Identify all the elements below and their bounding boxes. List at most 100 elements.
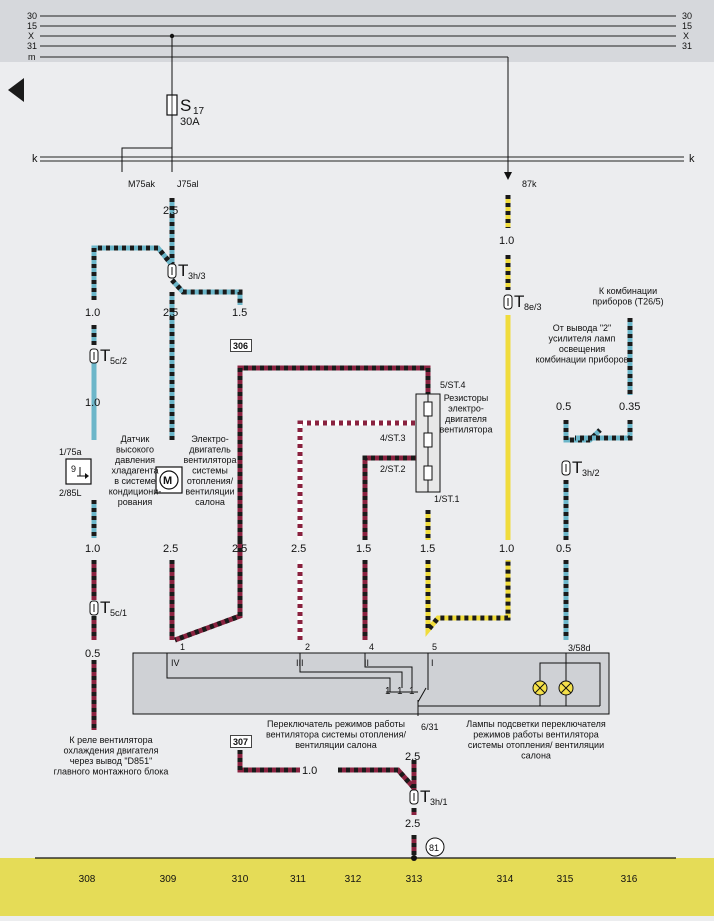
wire-size: 2.5 <box>291 543 306 555</box>
ref-306: 306 <box>230 339 252 352</box>
svg-text:3h/3: 3h/3 <box>188 271 206 281</box>
bus-label: k <box>32 153 38 165</box>
resistor-pin-labels: 5/ST.4 4/ST.3 2/ST.2 1/ST.1 <box>380 380 466 504</box>
wire-size: 1.0 <box>499 543 514 555</box>
ref-307: 307 <box>230 735 252 748</box>
pressure-sensor: 9 <box>65 458 92 485</box>
svg-text:главного монтажного блока: главного монтажного блока <box>54 767 169 777</box>
wire-size: 0.5 <box>85 648 100 660</box>
bus-band <box>0 0 714 62</box>
svg-text:8e/3: 8e/3 <box>524 302 542 312</box>
footer-col-label: 308 <box>79 874 96 885</box>
footer-col-label: 312 <box>345 874 362 885</box>
footer-band <box>0 858 714 916</box>
footer-col-label: 314 <box>497 874 514 885</box>
switch-label: Переключатель режимов работывентилятора … <box>266 719 407 750</box>
svg-text:T: T <box>420 787 430 806</box>
pin-label: 2/85L <box>59 488 82 498</box>
bus-label: 15 <box>682 21 692 31</box>
resistor-block <box>415 393 441 493</box>
wire-size: 1.0 <box>85 307 100 319</box>
svg-text:вентиляции салона: вентиляции салона <box>295 740 376 750</box>
svg-text:I: I <box>431 658 434 668</box>
wire-size: 1.0 <box>499 235 514 247</box>
svg-text:системы отопления/ вентиляции: системы отопления/ вентиляции <box>468 740 604 750</box>
motor-label: Электро-двигательвентиляторасистемыотопл… <box>184 434 237 507</box>
svg-text:К реле вентилятора: К реле вентилятора <box>69 735 152 745</box>
wire-312 <box>362 455 416 540</box>
footer-col-label: 309 <box>160 874 177 885</box>
motor-icon: M <box>155 466 183 494</box>
svg-text:5/ST.4: 5/ST.4 <box>440 380 466 390</box>
wire-size: 2.5 <box>163 307 178 319</box>
m75ak-branch <box>121 147 172 172</box>
svg-text:1: 1 <box>409 686 415 697</box>
fuse-label: S <box>180 96 191 115</box>
svg-text:Датчик: Датчик <box>121 434 150 444</box>
wire-size: 2.5 <box>232 543 247 555</box>
svg-text:охлаждения двигателя: охлаждения двигателя <box>63 746 158 756</box>
wire-size: 1.0 <box>85 397 100 409</box>
lamp-icon <box>558 680 574 696</box>
wire-size: 0.5 <box>556 401 571 413</box>
wire-310-loop <box>237 365 431 540</box>
svg-text:вентиляции: вентиляции <box>185 487 234 497</box>
bus-label: X <box>683 31 689 41</box>
pin-label: 87k <box>522 179 537 189</box>
fuse-rating: 30A <box>180 116 200 128</box>
wire-312-low <box>237 750 300 773</box>
bus-label: m <box>28 52 36 62</box>
svg-text:салона: салона <box>521 751 551 761</box>
svg-text:режимов работы вентилятора: режимов работы вентилятора <box>473 730 598 740</box>
svg-text:1: 1 <box>385 686 391 697</box>
wire-310-bot <box>174 540 243 643</box>
arrow-icon <box>504 172 512 180</box>
svg-text:усилителя ламп: усилителя ламп <box>549 334 616 344</box>
svg-text:отопления/: отопления/ <box>187 476 234 486</box>
wire-311 <box>297 420 416 540</box>
bus-labels-left: 30 15 X 31 m k <box>27 11 38 165</box>
pin-label: 1/75a <box>59 447 82 457</box>
svg-text:От вывода "2": От вывода "2" <box>553 323 612 333</box>
bus-labels-right: 30 15 X 31 k <box>682 11 695 165</box>
svg-text:5c/1: 5c/1 <box>110 608 127 618</box>
svg-text:T: T <box>572 458 582 477</box>
svg-text:2: 2 <box>305 642 310 652</box>
wire-316-bot <box>575 420 633 441</box>
svg-text:через вывод "D851": через вывод "D851" <box>70 756 153 766</box>
bus-label: 30 <box>27 11 37 21</box>
svg-text:двигатель: двигатель <box>189 445 231 455</box>
svg-text:81: 81 <box>429 843 439 853</box>
svg-text:307: 307 <box>233 737 248 747</box>
bus-label: 15 <box>27 21 37 31</box>
bus-label: X <box>28 31 34 41</box>
svg-text:M: M <box>163 475 172 487</box>
svg-text:салона: салона <box>195 497 225 507</box>
wire-313-bot <box>425 560 511 637</box>
footer-col-label: 311 <box>290 874 306 885</box>
svg-text:2/ST.2: 2/ST.2 <box>380 464 406 474</box>
svg-text:3/58d: 3/58d <box>568 643 591 653</box>
svg-text:6/31: 6/31 <box>421 722 439 732</box>
svg-text:Электро-: Электро- <box>191 434 229 444</box>
wire-size: 1.5 <box>420 543 435 555</box>
footer-col-label: 316 <box>621 874 638 885</box>
wire-size: 2.5 <box>163 205 178 217</box>
svg-text:T: T <box>514 292 524 311</box>
switch-pin-labels: 1 2 4 5 IV III II I 3/58d 6/31 <box>171 642 591 732</box>
svg-text:3h/1: 3h/1 <box>430 797 448 807</box>
svg-text:вентилятора системы отопления/: вентилятора системы отопления/ <box>266 730 407 740</box>
svg-text:306: 306 <box>233 341 248 351</box>
pin-label: M75ak <box>128 179 156 189</box>
bus-label: 31 <box>682 41 692 51</box>
